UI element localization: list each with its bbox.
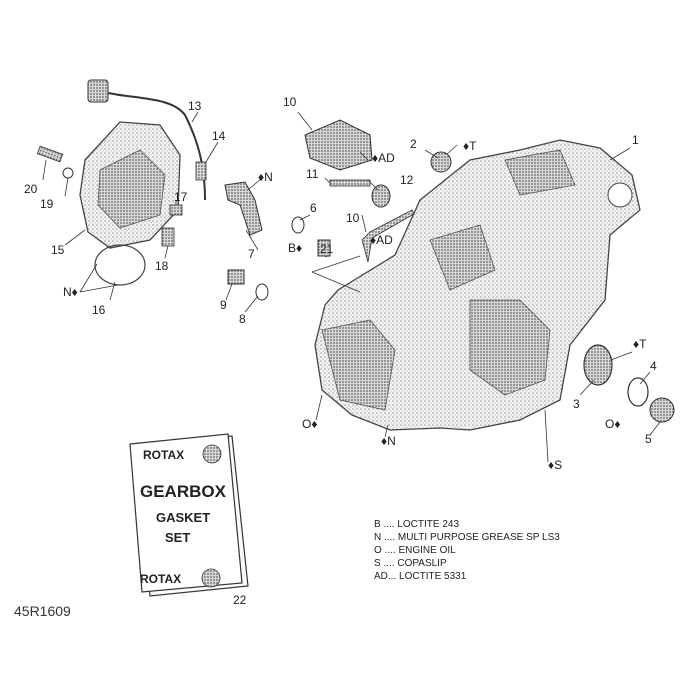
- part-label-15: 15: [51, 243, 65, 257]
- part-label-19: 19: [40, 197, 54, 211]
- part-label-4: 4: [650, 359, 657, 373]
- code-marker-b-1: B♦: [288, 241, 302, 255]
- legend-text: LOCTITE 243: [397, 519, 460, 530]
- code-marker-t-2: ♦T: [633, 337, 647, 351]
- seal-ring: [371, 184, 391, 208]
- bolt-part-14: [195, 161, 207, 181]
- kit-brand-bottom: ROTAX: [140, 572, 181, 586]
- legend-row: N .... MULTI PURPOSE GREASE SP LS3: [374, 532, 560, 543]
- o-ring: [627, 377, 649, 407]
- part-label-9: 9: [220, 298, 227, 312]
- legend-row: AD... LOCTITE 5331: [374, 571, 467, 582]
- gasket-set-kit: ROTAX GEARBOX GASKET SET ROTAX: [129, 433, 249, 597]
- leader-lines: [42, 111, 661, 463]
- kit-title: GEARBOX: [140, 482, 227, 501]
- kit-line-2: SET: [165, 530, 190, 545]
- lubricant-markers: ♦AD ♦T ♦N B♦ ♦AD N♦ ♦T O♦ O♦ ♦N ♦S: [63, 139, 647, 472]
- part-label-8a: 8: [239, 312, 246, 326]
- washer-part-8: [255, 283, 269, 301]
- document-number: 45R1609: [14, 603, 71, 619]
- bracket-part-18: [161, 227, 175, 247]
- part-label-1: 1: [632, 133, 639, 147]
- lubricant-legend: B .... LOCTITE 243 N .... MULTI PURPOSE …: [374, 518, 560, 583]
- breather-cap: [430, 151, 452, 173]
- plug-part-9: [227, 269, 245, 285]
- washer-part-6: [291, 216, 305, 234]
- part-label-12: 12: [400, 173, 414, 187]
- part-label-3: 3: [573, 397, 580, 411]
- code-marker-n-1: ♦N: [258, 170, 273, 184]
- legend-text: COPASLIP: [397, 558, 447, 569]
- part-label-11: 11: [306, 167, 319, 181]
- drain-plug: [649, 397, 675, 423]
- code-marker-s-1: ♦S: [548, 458, 562, 472]
- legend-code: AD: [374, 571, 388, 582]
- part-label-2: 2: [410, 137, 417, 151]
- part-label-14: 14: [212, 129, 226, 143]
- actuator-bracket: [304, 119, 373, 171]
- kit-brand-top: ROTAX: [143, 448, 184, 462]
- code-marker-ad-2: ♦AD: [370, 233, 393, 247]
- part-label-18: 18: [155, 259, 169, 273]
- gearbox-cover: [79, 121, 181, 249]
- speed-sensor: [224, 181, 263, 236]
- legend-row: B .... LOCTITE 243: [374, 519, 460, 530]
- part-labels: 1 2 3 4 5 6 7 8 9 10 10 11 12 13 14 15 1…: [24, 95, 657, 607]
- code-marker-o-1: O♦: [302, 417, 317, 431]
- legend-code: B: [374, 519, 381, 530]
- bolt-part-20: [36, 145, 64, 163]
- legend-text: LOCTITE 5331: [399, 571, 467, 582]
- part-label-13: 13: [188, 99, 202, 113]
- legend-row: O .... ENGINE OIL: [374, 545, 456, 556]
- part-label-10b: 10: [346, 211, 360, 225]
- part-label-10a: 10: [283, 95, 297, 109]
- code-marker-n-3: ♦N: [381, 434, 396, 448]
- clip-part-17: [169, 204, 183, 216]
- legend-text: MULTI PURPOSE GREASE SP LS3: [397, 532, 560, 543]
- legend-code: O: [374, 545, 382, 556]
- gearbox-housing: [314, 139, 641, 431]
- oil-seal: [583, 344, 613, 386]
- bolt-part-11: [329, 179, 371, 187]
- legend-row: S .... COPASLIP: [374, 558, 447, 569]
- part-label-6: 6: [310, 201, 317, 215]
- part-label-21: 21: [320, 242, 334, 256]
- kit-logo-top: [202, 444, 222, 464]
- legend-code: N: [374, 532, 382, 543]
- code-marker-n-2: N♦: [63, 285, 78, 299]
- cover-gasket: [94, 244, 146, 286]
- part-label-22: 22: [233, 593, 247, 607]
- sensor-part-10: [361, 209, 415, 263]
- part-label-20: 20: [24, 182, 38, 196]
- part-label-7: 7: [248, 247, 255, 261]
- part-label-5: 5: [645, 432, 652, 446]
- washer-part-19: [62, 167, 74, 179]
- kit-line-1: GASKET: [156, 510, 210, 525]
- part-label-17: 17: [174, 190, 188, 204]
- code-marker-ad-1: ♦AD: [372, 151, 395, 165]
- part-label-16: 16: [92, 303, 106, 317]
- sensor-part-21: [317, 239, 331, 257]
- code-marker-t-1: ♦T: [463, 139, 477, 153]
- legend-text: ENGINE OIL: [398, 545, 456, 556]
- kit-logo-bottom: [201, 568, 221, 588]
- legend-code: S: [374, 558, 381, 569]
- code-marker-o-2: O♦: [605, 417, 620, 431]
